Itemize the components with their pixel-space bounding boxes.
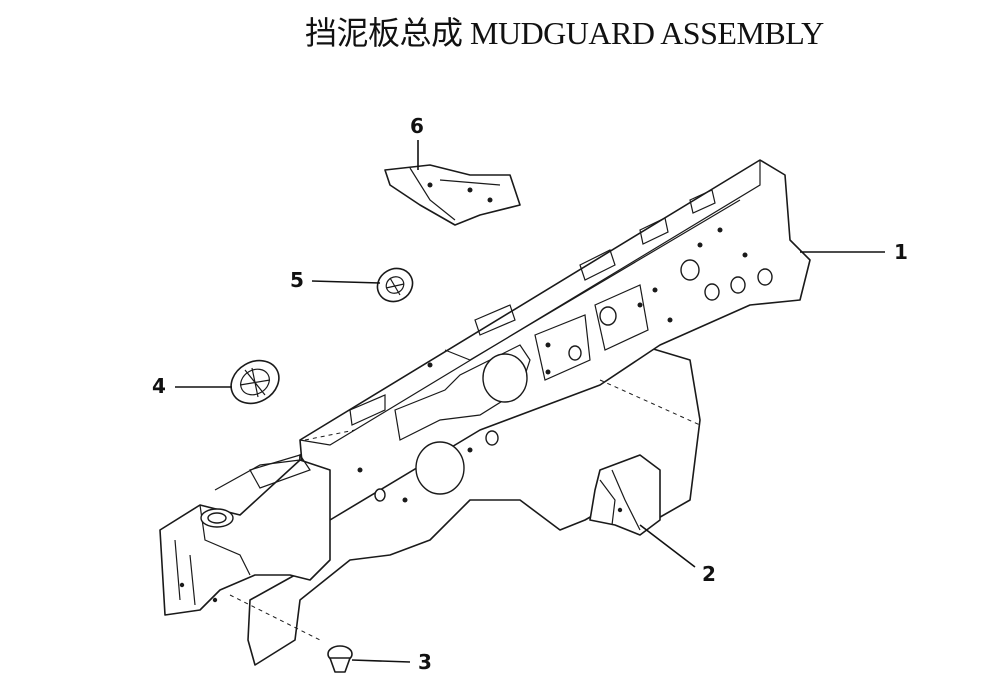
part-3-plug [327, 645, 353, 673]
part-1-mudguard-panel [159, 159, 811, 666]
part-6-reinforcement [384, 164, 521, 226]
leader-3 [351, 659, 411, 663]
part-2-bracket [589, 454, 661, 536]
callout-1: 1 [894, 240, 908, 264]
callout-4: 4 [152, 374, 166, 398]
leader-2 [639, 524, 696, 568]
callout-2: 2 [702, 562, 716, 586]
callout-5: 5 [290, 268, 304, 292]
part-4-grommet [230, 359, 280, 405]
diagram-title: 挡泥板总成 MUDGUARD ASSEMBLY [305, 15, 824, 51]
callout-3: 3 [418, 650, 432, 674]
part-5-grommet [376, 267, 414, 303]
leader-5 [311, 280, 381, 284]
callout-6: 6 [410, 114, 424, 138]
